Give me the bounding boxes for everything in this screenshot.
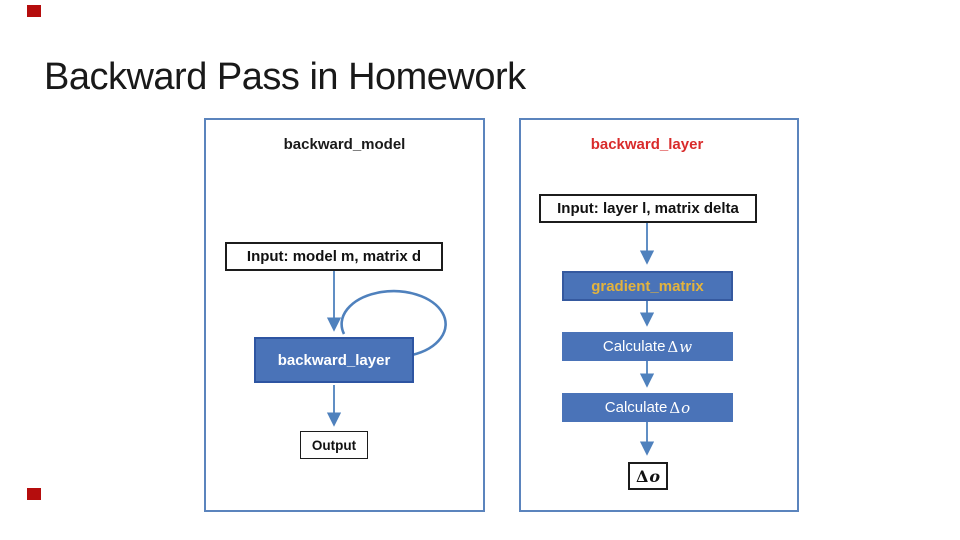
delta-o-output-box: Δ o bbox=[628, 462, 668, 490]
output-box: Output bbox=[300, 431, 368, 459]
backward-layer-panel bbox=[519, 118, 799, 512]
left-input-box: Input: model m, matrix d bbox=[225, 242, 443, 271]
right-panel-title: backward_layer bbox=[590, 136, 704, 153]
calculate-delta-o-box: Calculate Δ o bbox=[562, 393, 733, 422]
calc-o-variable: o bbox=[681, 398, 691, 417]
left-panel-title: backward_model bbox=[283, 136, 406, 153]
calc-w-delta-symbol: Δ bbox=[667, 337, 679, 356]
gradient-matrix-box: gradient_matrix bbox=[562, 271, 733, 301]
red-corner-mark-bottom bbox=[27, 488, 41, 500]
red-corner-mark-top bbox=[27, 5, 41, 17]
calculate-delta-w-box: Calculate Δ w bbox=[562, 332, 733, 361]
backward-layer-process-box: backward_layer bbox=[254, 337, 414, 383]
calc-w-prefix: Calculate bbox=[602, 338, 666, 355]
calc-w-variable: w bbox=[679, 337, 693, 356]
slide-title: Backward Pass in Homework bbox=[44, 56, 526, 98]
calc-o-delta-symbol: Δ bbox=[669, 398, 681, 417]
right-input-box: Input: layer l, matrix delta bbox=[539, 194, 757, 223]
delta-o-variable: o bbox=[649, 466, 661, 486]
delta-o-symbol: Δ bbox=[635, 466, 649, 486]
calc-o-prefix: Calculate bbox=[604, 399, 668, 416]
